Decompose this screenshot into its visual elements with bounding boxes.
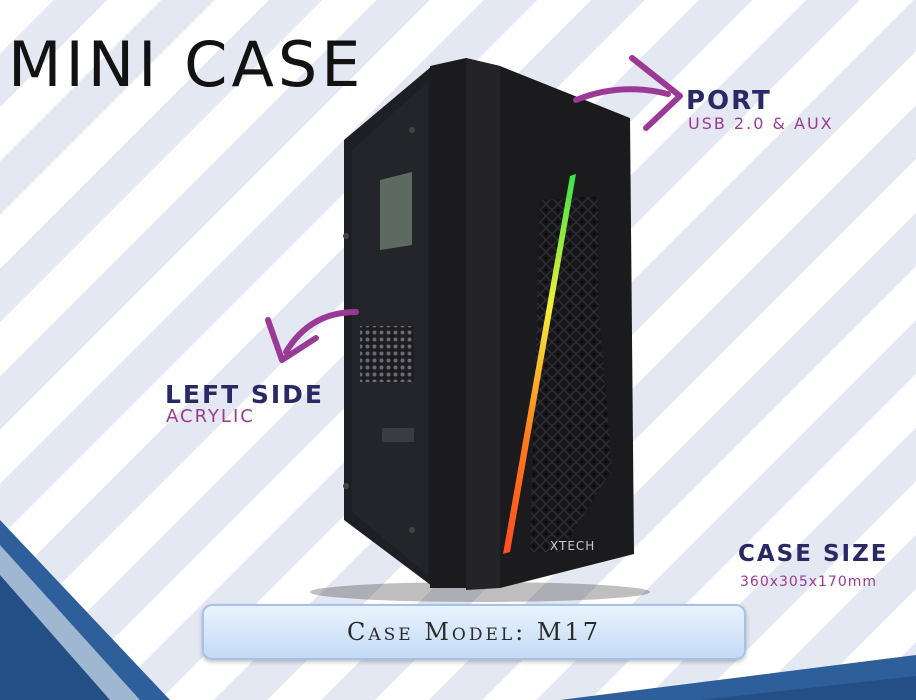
- brand-label: XTECH: [550, 539, 595, 553]
- front-panel: [430, 58, 634, 590]
- corner-decoration-right: [560, 655, 916, 700]
- arrow-to-side-panel-icon: [265, 309, 359, 363]
- left-side-callout-heading: LEFT SIDE: [165, 380, 324, 409]
- arrow-to-port-icon: [573, 55, 683, 131]
- corner-decoration-left: [0, 520, 170, 700]
- left-side-callout-detail: ACRYLIC: [166, 406, 255, 427]
- case-model-banner: Case Model: M17: [202, 604, 746, 660]
- acrylic-side-panel: [343, 66, 432, 586]
- case-size-callout-heading: CASE SIZE: [738, 541, 889, 567]
- port-callout-detail: USB 2.0 & AUX: [688, 114, 834, 133]
- port-callout-heading: PORT: [686, 86, 772, 116]
- case-size-callout-detail: 360x305x170mm: [740, 574, 878, 590]
- page-title: MINI CASE: [8, 28, 365, 101]
- case-model-text: Case Model: M17: [347, 618, 601, 646]
